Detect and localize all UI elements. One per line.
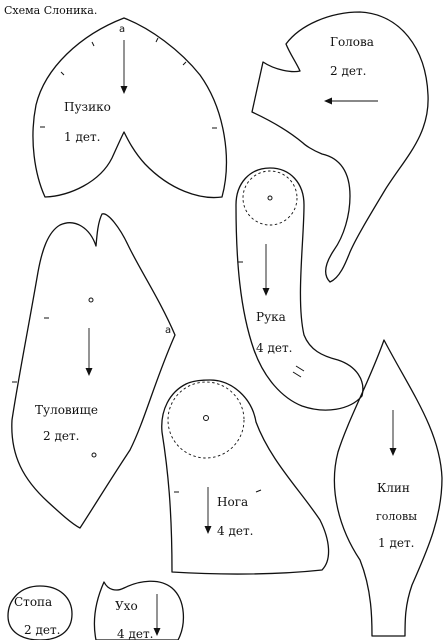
- belly-mark-a: а: [119, 24, 125, 35]
- body-dot-top: [88, 297, 94, 303]
- arm-name: Рука: [256, 310, 286, 324]
- leg-outline: [161, 379, 330, 575]
- ear-grain-arrow: [153, 594, 161, 636]
- body-ticks: [12, 317, 49, 383]
- body-dot-bottom: [91, 452, 97, 458]
- body-grain-arrow: [85, 328, 93, 376]
- body-count: 2 дет.: [43, 429, 79, 443]
- wedge-name-line2: головы: [376, 510, 417, 523]
- piece-head: Голова 2 дет.: [251, 11, 429, 283]
- belly-ticks: [40, 37, 217, 129]
- body-outline: [11, 213, 176, 529]
- arm-ticks: [238, 261, 305, 378]
- arm-center-dot: [267, 195, 273, 201]
- diagram-title: Схема Слоника.: [4, 4, 97, 17]
- body-name: Туловище: [35, 403, 98, 417]
- head-name: Голова: [330, 35, 374, 49]
- belly-grain-arrow: [120, 40, 128, 94]
- leg-count: 4 дет.: [217, 524, 253, 538]
- piece-leg: Нога 4 дет.: [161, 379, 330, 575]
- piece-arm: Рука 4 дет.: [235, 167, 364, 411]
- arm-stitch-circle: [242, 170, 298, 226]
- piece-belly: а Пузико 1 дет.: [32, 17, 227, 199]
- head-grain-arrow: [324, 97, 378, 105]
- head-outline: [251, 11, 429, 283]
- ear-name: Ухо: [115, 599, 138, 613]
- wedge-outline: [333, 339, 443, 637]
- ear-count: 4 дет.: [117, 627, 153, 640]
- wedge-name-line1: Клин: [377, 481, 410, 495]
- leg-name: Нога: [217, 495, 248, 509]
- arm-outline: [235, 167, 364, 411]
- piece-ear: Ухо 4 дет.: [93, 580, 184, 640]
- foot-outline: [7, 585, 73, 640]
- arm-grain-arrow: [262, 244, 270, 296]
- leg-ticks: [174, 489, 262, 493]
- belly-outline: [32, 17, 227, 199]
- arm-count: 4 дет.: [256, 341, 292, 355]
- piece-body: а Туловище 2 дет.: [11, 213, 176, 529]
- belly-name: Пузико: [64, 100, 111, 114]
- leg-center-dot: [203, 415, 209, 421]
- foot-name: Стопа: [14, 595, 52, 609]
- head-count: 2 дет.: [330, 64, 366, 78]
- foot-count: 2 дет.: [24, 623, 60, 637]
- ear-outline: [93, 580, 184, 640]
- leg-stitch-circle: [167, 381, 245, 459]
- wedge-grain-arrow: [389, 410, 397, 456]
- piece-wedge: Клин головы 1 дет.: [333, 339, 443, 637]
- belly-count: 1 дет.: [64, 130, 100, 144]
- leg-grain-arrow: [204, 487, 212, 534]
- piece-foot: Стопа 2 дет.: [7, 585, 73, 640]
- body-mark-a: а: [165, 325, 171, 336]
- wedge-count: 1 дет.: [378, 536, 414, 550]
